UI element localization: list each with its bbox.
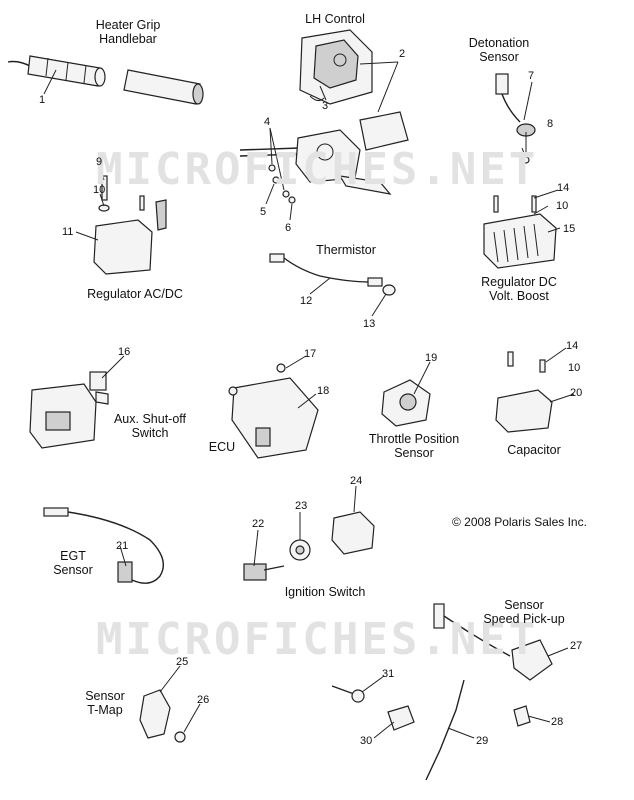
- label-regulator-dc: Regulator DC Volt. Boost: [481, 275, 557, 303]
- watermark: MICROFICHES.NET: [96, 614, 539, 665]
- ignition-switch-part: [243, 511, 375, 581]
- label-lh-control: LH Control: [305, 12, 365, 26]
- label-ignition-switch: Ignition Switch: [284, 585, 366, 599]
- regulator-acdc-part: [93, 175, 167, 275]
- label-capacitor: Capacitor: [507, 443, 561, 457]
- callout-number: 17: [304, 348, 317, 360]
- callout-number: 10: [93, 184, 106, 196]
- label-tmap-sensor: Sensor T-Map: [85, 689, 125, 717]
- callout-number: 27: [570, 640, 583, 652]
- label-aux-shutoff-switch: Aux. Shut-off Switch: [113, 412, 187, 440]
- callout-number: 8: [547, 118, 554, 130]
- callout-number: 14: [566, 340, 579, 352]
- callout-number: 20: [570, 387, 583, 399]
- speed-pickup-sensor-part: [433, 603, 553, 727]
- heater-grip-part: [7, 55, 204, 105]
- callout-number: 10: [568, 362, 581, 374]
- callout-number: 24: [350, 475, 363, 487]
- callout-number: 30: [360, 735, 373, 747]
- callout-number: 21: [116, 540, 129, 552]
- callout-number: 18: [317, 385, 330, 397]
- regulator-dc-part: [483, 195, 557, 269]
- callout-number: 6: [285, 222, 292, 234]
- callout-number: 29: [476, 735, 489, 747]
- callout-number: 31: [382, 668, 395, 680]
- detonation-sensor-part: [495, 73, 536, 164]
- label-throttle-position-sensor: Throttle Position Sensor: [368, 432, 460, 460]
- callout-number: 5: [260, 206, 267, 218]
- callout-number: 3: [322, 100, 329, 112]
- callout-number: 2: [399, 48, 406, 60]
- callout-number: 10: [556, 200, 569, 212]
- egt-sensor-part: [43, 507, 164, 584]
- watermark: MICROFICHES.NET: [96, 144, 539, 195]
- callout-number: 9: [96, 156, 103, 168]
- callout-number: 19: [425, 352, 438, 364]
- handlebar-control-part: [239, 111, 409, 195]
- label-ecu: ECU: [208, 440, 236, 454]
- tmap-sensor-part: [139, 689, 186, 743]
- capacitor-part: [495, 351, 553, 433]
- callout-number: 15: [563, 223, 576, 235]
- callout-number: 13: [363, 318, 376, 330]
- callout-number: 28: [551, 716, 564, 728]
- screws-part: [268, 164, 296, 204]
- thermistor-part: [269, 253, 396, 296]
- lh-control-part: [299, 29, 373, 105]
- callout-number: 22: [252, 518, 265, 530]
- label-speed-pickup-sensor: Sensor Speed Pick-up: [483, 598, 565, 626]
- callout-number: 16: [118, 346, 131, 358]
- ecu-part: [228, 363, 319, 459]
- label-thermistor: Thermistor: [316, 243, 376, 257]
- label-egt-sensor: EGT Sensor: [53, 549, 93, 577]
- callout-number: 26: [197, 694, 210, 706]
- misc-clip-parts: [331, 679, 465, 781]
- callout-number: 23: [295, 500, 308, 512]
- callout-number: 4: [264, 116, 271, 128]
- throttle-position-sensor-part: [381, 379, 431, 427]
- label-heater-grip: Heater Grip Handlebar: [95, 18, 161, 46]
- callout-number: 12: [300, 295, 313, 307]
- label-detonation-sensor: Detonation Sensor: [468, 36, 530, 64]
- callout-number: 14: [557, 182, 570, 194]
- callout-number: 7: [528, 70, 535, 82]
- callout-number: 1: [39, 94, 46, 106]
- callout-number: 11: [62, 226, 74, 238]
- aux-shutoff-switch-part: [29, 371, 109, 449]
- copyright-notice: © 2008 Polaris Sales Inc.: [452, 515, 587, 529]
- callout-number: 25: [176, 656, 189, 668]
- leader-lines: [43, 61, 575, 739]
- label-regulator-acdc: Regulator AC/DC: [87, 287, 183, 301]
